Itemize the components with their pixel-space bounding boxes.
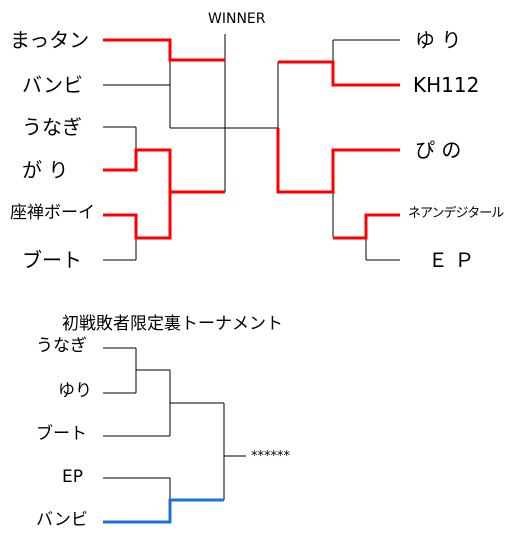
loser-winner-placeholder: ****** <box>251 449 290 464</box>
bracket-lines <box>103 34 400 500</box>
loser-bracket-title: 初戦敗者限定裏トーナメント <box>62 314 283 334</box>
loser-entrant-2: ゆり <box>58 381 92 401</box>
right-entrant-1: ゆ り <box>415 28 462 52</box>
right-entrant-3: ぴ の <box>415 138 462 162</box>
loser-entrant-3: ブート <box>36 424 87 444</box>
loser-entrant-4: EP <box>62 467 83 487</box>
loser-winning-path <box>103 498 224 524</box>
left-entrant-1: まっタン <box>10 28 90 52</box>
left-entrant-4: が り <box>22 158 69 182</box>
loser-entrant-1: うなぎ <box>36 336 87 356</box>
right-entrant-2: KH112 <box>413 73 480 97</box>
left-entrant-6: ブート <box>22 248 82 272</box>
left-entrant-5: 座禅ボーイ <box>10 203 95 223</box>
left-entrant-3: うなぎ <box>22 115 82 139</box>
main-bracket-title: WINNER <box>208 11 266 27</box>
right-entrant-4: ネアンデジタール <box>408 206 504 221</box>
loser-entrant-5: バンビ <box>36 510 88 530</box>
left-entrant-2: バンビ <box>22 73 83 97</box>
right-entrant-5: Ｅ Ｐ <box>428 248 475 272</box>
winning-paths <box>103 38 400 240</box>
